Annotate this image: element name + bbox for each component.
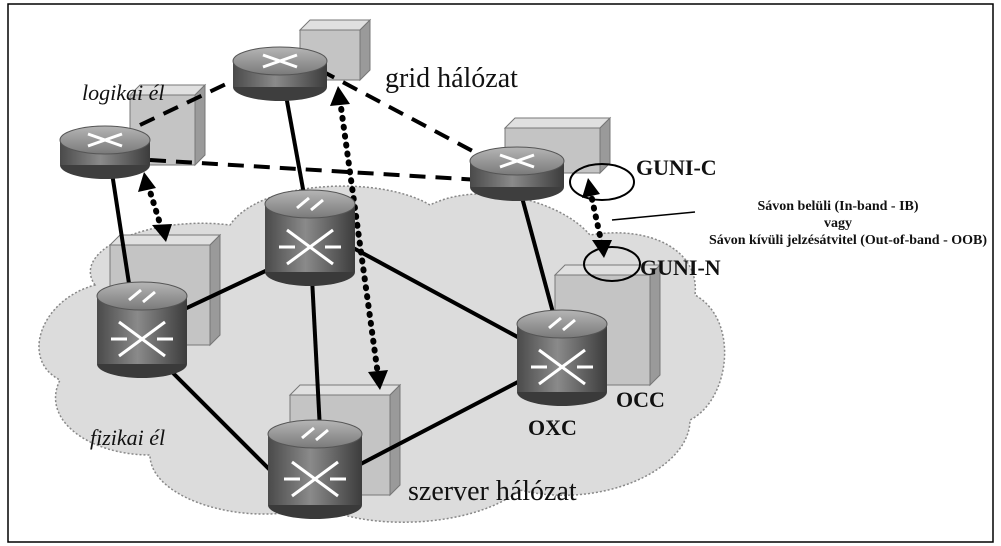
server-box-icon [128,83,207,167]
optical-cross-connect-icon [264,189,356,286]
guni-c-label: GUNI-C [636,155,717,180]
signaling-text-line1: Sávon belüli (In-band - IB) [757,199,918,214]
optical-cross-connect-icon [516,309,608,406]
dotted-link-arrowheads [138,86,612,390]
guni-n-circle [583,246,641,282]
guni-n-label: GUNI-N [640,255,721,280]
logical-link [149,158,481,182]
signaling-text-line2: vagy [824,216,852,231]
physical-link [108,159,132,291]
signaling-pointer-line [611,211,696,221]
frame-border [7,3,994,543]
logical-edge-label: logikai él [82,80,164,105]
logical-link [319,68,481,157]
grid-network-label: grid hálózat [385,63,518,94]
oxc-label: OXC [528,415,577,440]
physical-edge-label: fizikai él [90,425,165,450]
optical-cross-connect-icon [96,281,188,378]
signaling-text-line3: Sávon kívüli jelzésátvitel (Out-of-band … [709,233,987,248]
optical-cross-connect-icon [267,419,363,519]
physical-link [283,89,307,201]
occ-label: OCC [616,387,665,412]
server-network-label: szerver hálózat [408,476,577,507]
router-icon [59,125,151,179]
router-icon [469,146,565,201]
router-icon [232,46,328,101]
logical-link [139,73,246,127]
guni-c-circle [569,163,635,201]
dotted-link [337,97,381,378]
logical-links [139,68,481,182]
physical-link [518,189,557,321]
dotted-link [145,182,165,233]
